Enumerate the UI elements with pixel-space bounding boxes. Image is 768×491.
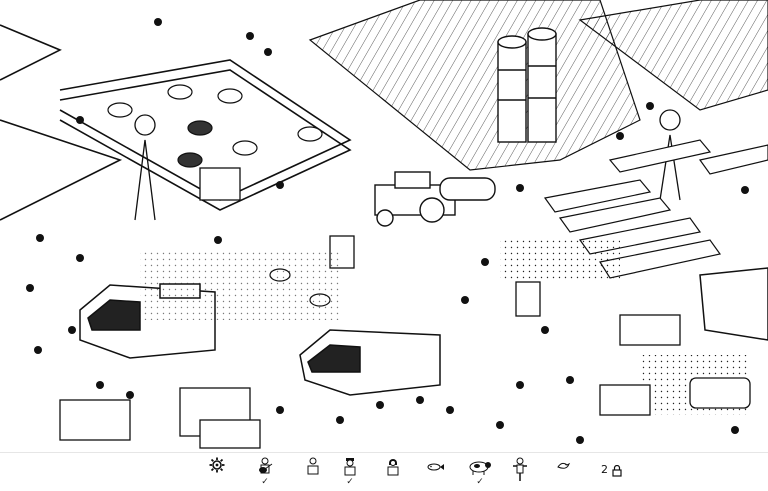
fish-icon [427, 463, 444, 471]
guitar-player-icon [259, 457, 273, 474]
target-guitar-player[interactable]: ✓ [250, 457, 280, 487]
tractor [374, 171, 496, 227]
target-fish[interactable] [420, 457, 450, 487]
plowed-field [308, 0, 768, 171]
hooded-person-icon [387, 459, 399, 476]
target-cow[interactable]: ✓ [465, 457, 495, 487]
person-icon [307, 457, 319, 475]
crop-patch [500, 240, 620, 280]
settings-button[interactable] [202, 457, 232, 487]
bird-icon [557, 462, 571, 469]
game-scene[interactable] [0, 0, 768, 452]
target-hooded-person[interactable] [378, 457, 408, 487]
scarecrow-icon [513, 457, 527, 481]
pig-pen [0, 24, 352, 221]
lock-icon [612, 465, 622, 477]
found-check: ✓ [261, 477, 269, 487]
found-check: ✓ [476, 477, 484, 487]
silos [497, 27, 557, 143]
gear-icon [209, 457, 225, 473]
pigs [107, 84, 331, 307]
target-person-with-hat[interactable]: ✓ [335, 457, 365, 487]
cow-icon [469, 461, 491, 475]
crop-rows [543, 139, 768, 279]
found-check: ✓ [346, 477, 354, 487]
windmills [134, 109, 681, 221]
target-person[interactable] [298, 457, 328, 487]
target-bar: ✓ ✓ [0, 452, 768, 491]
market-stalls [59, 314, 751, 449]
outhouses [199, 167, 541, 317]
people [26, 18, 749, 444]
target-scarecrow[interactable] [505, 457, 535, 487]
person-with-hat-icon [344, 458, 356, 476]
target-bird[interactable] [548, 457, 578, 487]
yard-texture [140, 250, 340, 320]
remaining-count: 2 [601, 463, 608, 476]
